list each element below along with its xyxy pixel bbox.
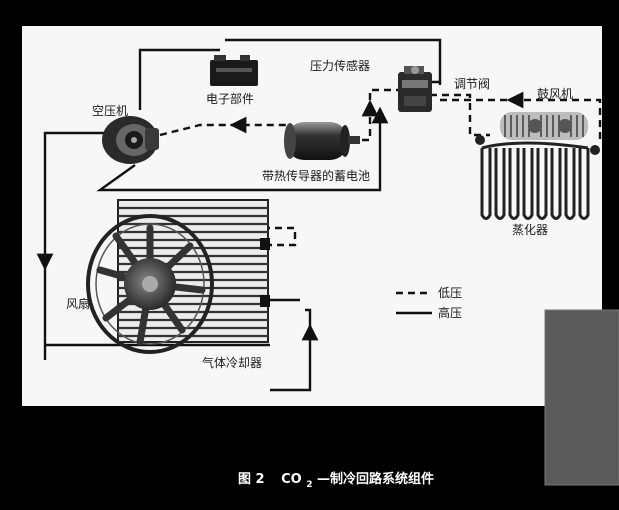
caption-title-prefix: CO bbox=[281, 472, 302, 487]
label-fan: 风扇 bbox=[66, 296, 90, 311]
label-compressor: 空压机 bbox=[92, 104, 128, 118]
electronics-unit bbox=[210, 55, 258, 86]
label-expansion-valve: 调节阀 bbox=[454, 77, 490, 91]
evaporator bbox=[480, 141, 590, 220]
expansion-valve-unit bbox=[398, 66, 432, 112]
corner-decoration bbox=[545, 310, 619, 485]
compressor bbox=[102, 116, 159, 164]
diagram-panel bbox=[22, 26, 602, 406]
blower bbox=[500, 112, 588, 140]
label-accumulator: 带热传导器的蓄电池 bbox=[262, 168, 370, 183]
figure-caption: 图 2 CO 2 —制冷回路系统组件 bbox=[238, 471, 434, 491]
high-pressure-lines bbox=[36, 38, 442, 392]
label-pressure-sensor: 压力传感器 bbox=[310, 58, 370, 73]
caption-title-subscript: 2 bbox=[306, 480, 312, 490]
label-blower: 鼓风机 bbox=[537, 87, 573, 101]
legend-high-pressure-label: 高压 bbox=[438, 305, 462, 320]
label-evaporator: 蒸化器 bbox=[512, 223, 548, 237]
legend-low-pressure-label: 低压 bbox=[438, 286, 462, 300]
evaporator-inlet bbox=[475, 135, 485, 145]
fan bbox=[86, 214, 214, 354]
caption-figure-number: 图 2 bbox=[238, 472, 265, 487]
label-gas-cooler: 气体冷却器 bbox=[202, 355, 262, 370]
label-electronics: 电子部件 bbox=[206, 91, 254, 106]
caption-title-rest: —制冷回路系统组件 bbox=[317, 471, 434, 487]
evaporator-outlet bbox=[590, 145, 600, 155]
accumulator bbox=[284, 122, 360, 160]
legend: 低压 高压 bbox=[396, 286, 462, 320]
